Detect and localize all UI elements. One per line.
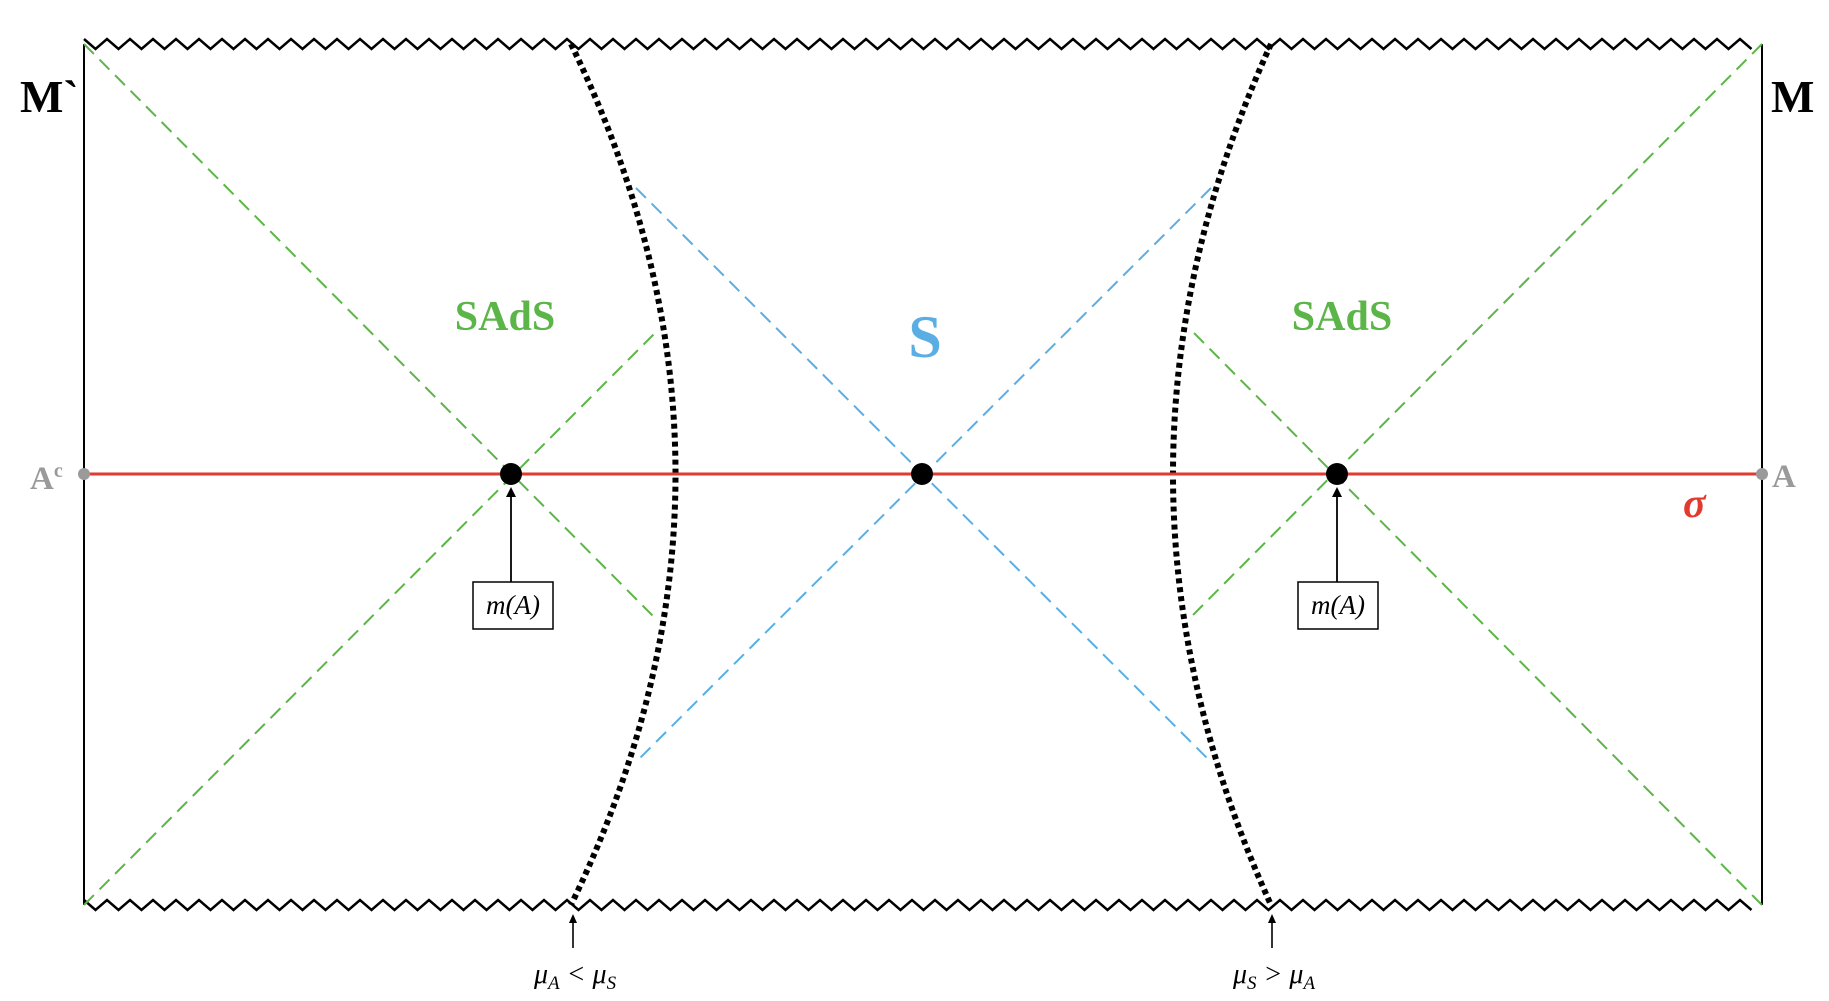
left-horizon-past	[83, 332, 656, 906]
left-shell-arrowhead	[569, 914, 577, 923]
bottom-singularity	[83, 898, 1753, 912]
left-endpoint-dot	[78, 468, 90, 480]
top-singularity	[83, 37, 1753, 51]
left-endpoint-label: Ac	[30, 460, 63, 497]
left-region-label: SAdS	[455, 294, 555, 340]
left-horizon-future	[83, 43, 656, 619]
left-extremal-label: m(A)	[486, 590, 540, 620]
left-boundary-label: M`	[20, 71, 79, 122]
right-bifurcation-point	[1326, 463, 1348, 485]
right-extremal-arrowhead	[1332, 487, 1342, 497]
right-horizon-future	[1191, 43, 1763, 617]
left-bifurcation-point	[500, 463, 522, 485]
right-endpoint-label: A	[1772, 459, 1796, 495]
right-shell-arrowhead	[1268, 914, 1276, 923]
left-extremal-box	[472, 581, 554, 630]
left-shell-caption: μA < μS	[533, 959, 617, 994]
right-shell-caption: μS > μA	[1232, 959, 1316, 994]
center-region-label: S	[908, 304, 941, 370]
left-shell-curve	[568, 42, 679, 907]
right-horizon-past	[1191, 330, 1763, 906]
left-caption-mu-a: μ	[533, 959, 548, 990]
right-region-label: SAdS	[1292, 294, 1392, 340]
center-bifurcation-point	[911, 463, 933, 485]
sigma-label: σ	[1683, 481, 1707, 527]
right-extremal-label: m(A)	[1311, 590, 1365, 620]
right-boundary-label: M	[1771, 71, 1814, 122]
right-extremal-box	[1297, 581, 1379, 630]
left-extremal-arrowhead	[506, 487, 516, 497]
right-endpoint-dot	[1756, 468, 1768, 480]
